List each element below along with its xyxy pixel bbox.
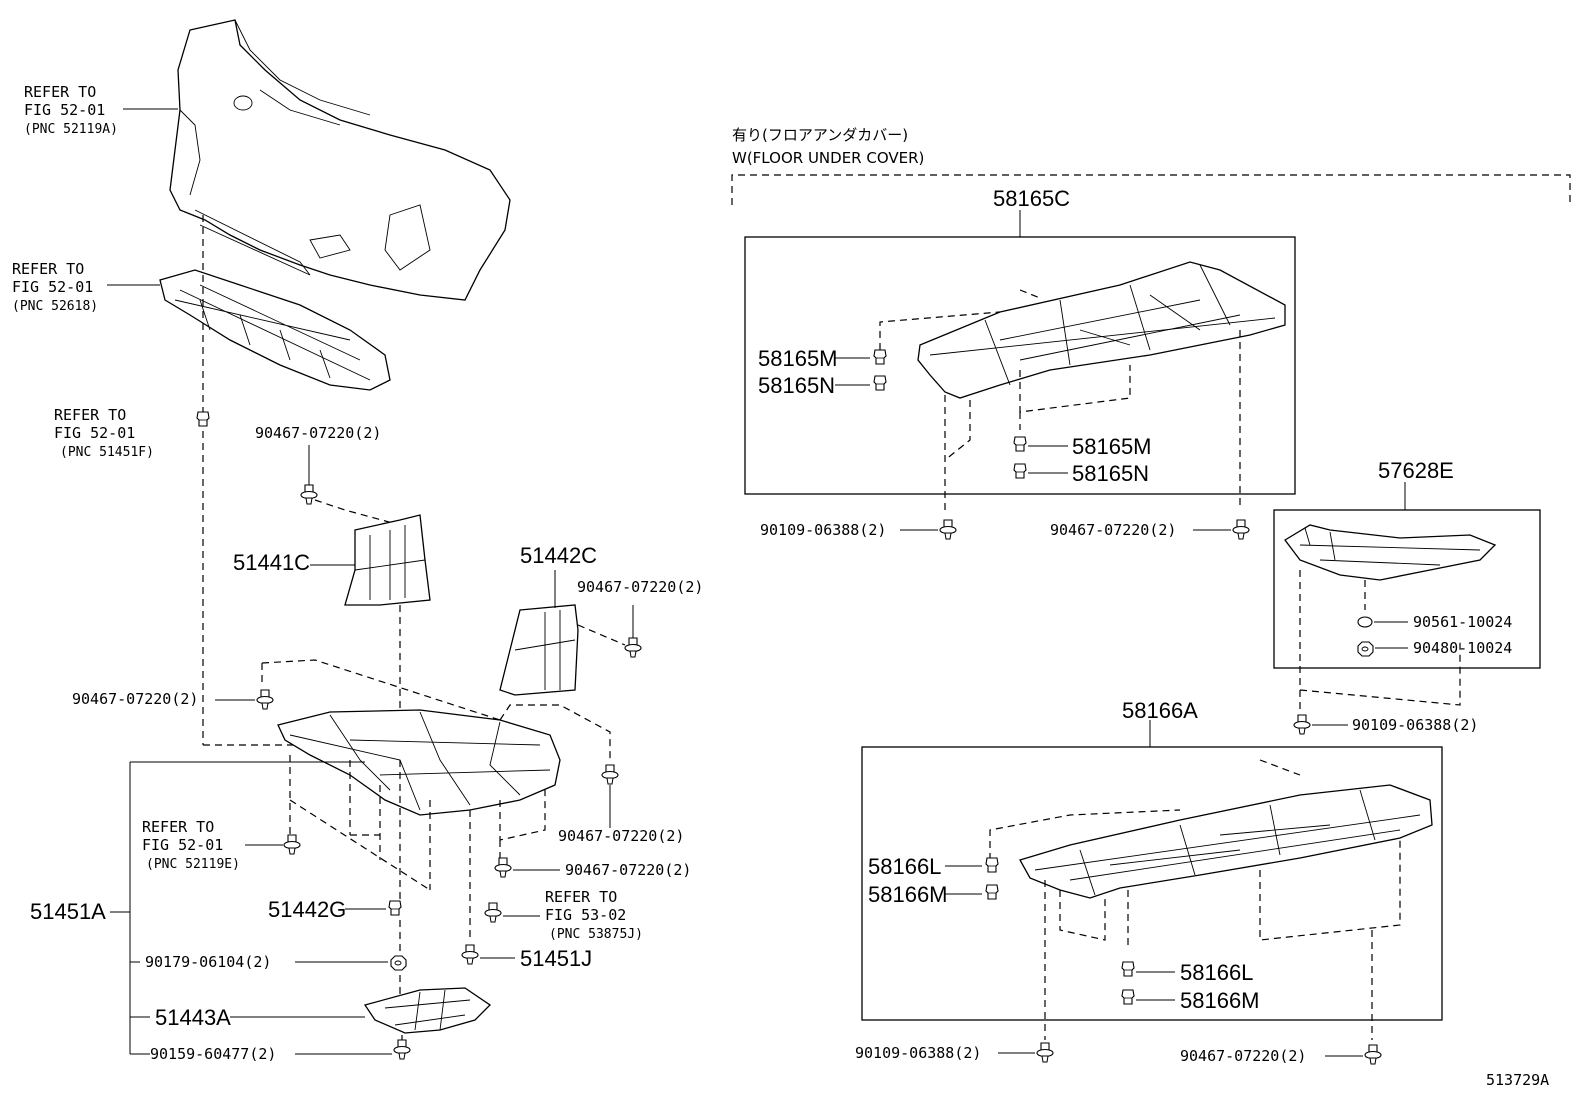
bolt-icon <box>256 689 274 710</box>
part-58166M-a-label: 58166M <box>868 882 948 907</box>
part-51443A-label: 51443A <box>155 1005 231 1030</box>
part-58165N-b-label: 58165N <box>1072 461 1149 486</box>
ref2-line2: FIG 52-01 <box>12 278 93 296</box>
clip-icon <box>985 857 999 873</box>
section-title-jp: 有り(フロアアンダカバー) <box>732 126 908 144</box>
ref4-line2: FIG 52-01 <box>142 836 223 854</box>
part-58166L-a-label: 58166L <box>868 854 941 879</box>
bolt-icon <box>283 834 301 855</box>
fastener-f6: 90179-06104(2) <box>145 953 271 971</box>
fastener-f11: 90480-10024 <box>1413 639 1512 657</box>
part-58165N-a-label: 58165N <box>758 373 835 398</box>
fastener-f13: 90109-06388(2) <box>855 1044 981 1062</box>
ref1-line2: FIG 52-01 <box>24 101 105 119</box>
clip-icon <box>388 900 402 916</box>
part-51451J-label: 51451J <box>520 946 592 971</box>
nut-icon <box>390 955 407 971</box>
part-51451A-label: 51451A <box>30 899 106 924</box>
part-58165C-floor-under-cover <box>917 261 1286 399</box>
part-51442C-label: 51442C <box>520 543 597 568</box>
nut-icon <box>1357 641 1374 657</box>
group-box-57628E <box>1273 509 1541 669</box>
diagram-id: 513729A <box>1486 1071 1549 1089</box>
bolt-icon <box>300 484 318 505</box>
ref5-line3: (PNC 53875J) <box>549 927 643 942</box>
group-box-58166A <box>861 746 1443 1021</box>
fastener-f4: 90467-07220(2) <box>558 827 684 845</box>
ref3-line3: (PNC 51451F) <box>60 445 154 460</box>
bolt-icon <box>494 857 512 878</box>
bolt-icon <box>601 764 619 785</box>
clip-icon <box>196 411 210 427</box>
part-58165C-label: 58165C <box>993 186 1070 211</box>
fastener-f2: 90467-07220(2) <box>577 578 703 596</box>
fastener-f10: 90561-10024 <box>1413 613 1512 631</box>
bolt-icon <box>1293 714 1311 735</box>
fastener-f8: 90109-06388(2) <box>760 521 886 539</box>
fastener-f1: 90467-07220(2) <box>255 424 381 442</box>
ref1-line3: (PNC 52119A) <box>24 122 118 137</box>
ref4-line1: REFER TO <box>142 818 214 836</box>
fastener-f14: 90467-07220(2) <box>1180 1047 1306 1065</box>
ref3-line2: FIG 52-01 <box>54 424 135 442</box>
part-58166A-floor-under-cover <box>1019 784 1433 899</box>
part-51441C-splash-shield <box>344 514 431 606</box>
clip-icon <box>873 349 887 365</box>
ref4-line3: (PNC 52119E) <box>146 857 240 872</box>
part-57628E-label: 57628E <box>1378 458 1454 483</box>
part-51442G-label: 51442G <box>268 897 346 922</box>
clip-icon <box>1013 436 1027 452</box>
bolt-icon <box>484 902 502 923</box>
bolt-icon <box>939 519 957 540</box>
clip-icon <box>1121 961 1135 977</box>
washer-icon <box>1357 616 1373 628</box>
fastener-f3: 90467-07220(2) <box>72 690 198 708</box>
clip-icon <box>873 375 887 391</box>
part-58165M-b-label: 58165M <box>1072 434 1152 459</box>
part-57628E-cover <box>1284 524 1497 581</box>
fastener-f7: 90159-60477(2) <box>150 1045 276 1063</box>
clip-icon <box>1121 989 1135 1005</box>
front-bumper-cover <box>169 19 511 301</box>
part-51451A-engine-under-cover <box>277 709 561 816</box>
ref3-line1: REFER TO <box>54 406 126 424</box>
clip-icon <box>1013 463 1027 479</box>
bolt-icon <box>1036 1042 1054 1063</box>
bolt-icon <box>1364 1044 1382 1065</box>
engine-under-cover-upper <box>159 269 391 391</box>
ref5-line2: FIG 53-02 <box>545 906 626 924</box>
bolt-icon <box>1232 519 1250 540</box>
bolt-icon <box>624 637 642 658</box>
clip-icon <box>985 884 999 900</box>
section-title-en: W(FLOOR UNDER COVER) <box>732 149 924 167</box>
part-58166M-b-label: 58166M <box>1180 988 1260 1013</box>
ref5-line1: REFER TO <box>545 888 617 906</box>
ref2-line3: (PNC 52618) <box>12 299 98 314</box>
bolt-icon <box>461 944 479 965</box>
part-51443A-cover <box>363 987 492 1034</box>
bolt-icon <box>393 1039 411 1060</box>
part-58166L-b-label: 58166L <box>1180 960 1253 985</box>
part-58165M-a-label: 58165M <box>758 346 838 371</box>
ref1-line1: REFER TO <box>24 83 96 101</box>
fastener-f9: 90467-07220(2) <box>1050 521 1176 539</box>
part-51442C-splash-shield <box>499 604 579 696</box>
fastener-f12: 90109-06388(2) <box>1352 716 1478 734</box>
part-58166A-label: 58166A <box>1122 698 1198 723</box>
part-51441C-label: 51441C <box>233 550 310 575</box>
ref2-line1: REFER TO <box>12 260 84 278</box>
fastener-f5: 90467-07220(2) <box>565 861 691 879</box>
